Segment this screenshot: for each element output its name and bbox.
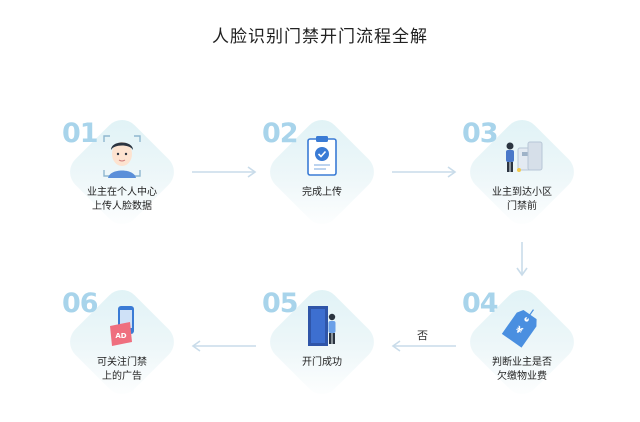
face-scan-icon (103, 135, 141, 178)
step-number: 03 (462, 118, 499, 149)
clipboard-check-icon (307, 136, 337, 176)
arrow-left-1 (391, 340, 456, 352)
step-04: 04 ¥ 判断业主是否 欠缴物业费 (462, 282, 582, 402)
arrow-down (516, 242, 528, 277)
arrow-left-2 (191, 340, 256, 352)
step-number: 02 (262, 118, 299, 149)
step-02: 02 完成上传 (262, 112, 382, 232)
step-number: 06 (62, 288, 99, 319)
turnstile-icon (506, 141, 543, 172)
page-title: 人脸识别门禁开门流程全解 (212, 27, 428, 47)
step-number: 04 (462, 288, 499, 319)
price-tag-icon: ¥ (501, 309, 537, 348)
step-label: 业主到达小区 门禁前 (492, 187, 552, 212)
step-03: 03 业主到达小区 门禁前 (462, 112, 582, 232)
step-05: 05 开门成功 (262, 282, 382, 402)
door-open-icon (308, 306, 336, 346)
step-label: 判断业主是否 欠缴物业费 (492, 357, 552, 382)
phone-ad-icon: AD (110, 306, 134, 346)
svg-text:AD: AD (115, 332, 126, 340)
step-number: 01 (62, 118, 99, 149)
step-label: 业主在个人中心 上传人脸数据 (87, 187, 157, 212)
step-number: 05 (262, 288, 299, 319)
step-label: 开门成功 (302, 357, 342, 368)
arrow-right-1 (192, 166, 257, 178)
step-label: 可关注门禁 上的广告 (97, 357, 147, 382)
svg-text:¥: ¥ (513, 325, 524, 337)
branch-label: 否 (417, 329, 428, 342)
step-06: 06 AD 可关注门禁 上的广告 (62, 282, 182, 402)
step-label: 完成上传 (302, 187, 342, 198)
arrow-right-2 (392, 166, 457, 178)
step-01: 01 业主在个人中心 上传人脸数据 (62, 112, 182, 232)
